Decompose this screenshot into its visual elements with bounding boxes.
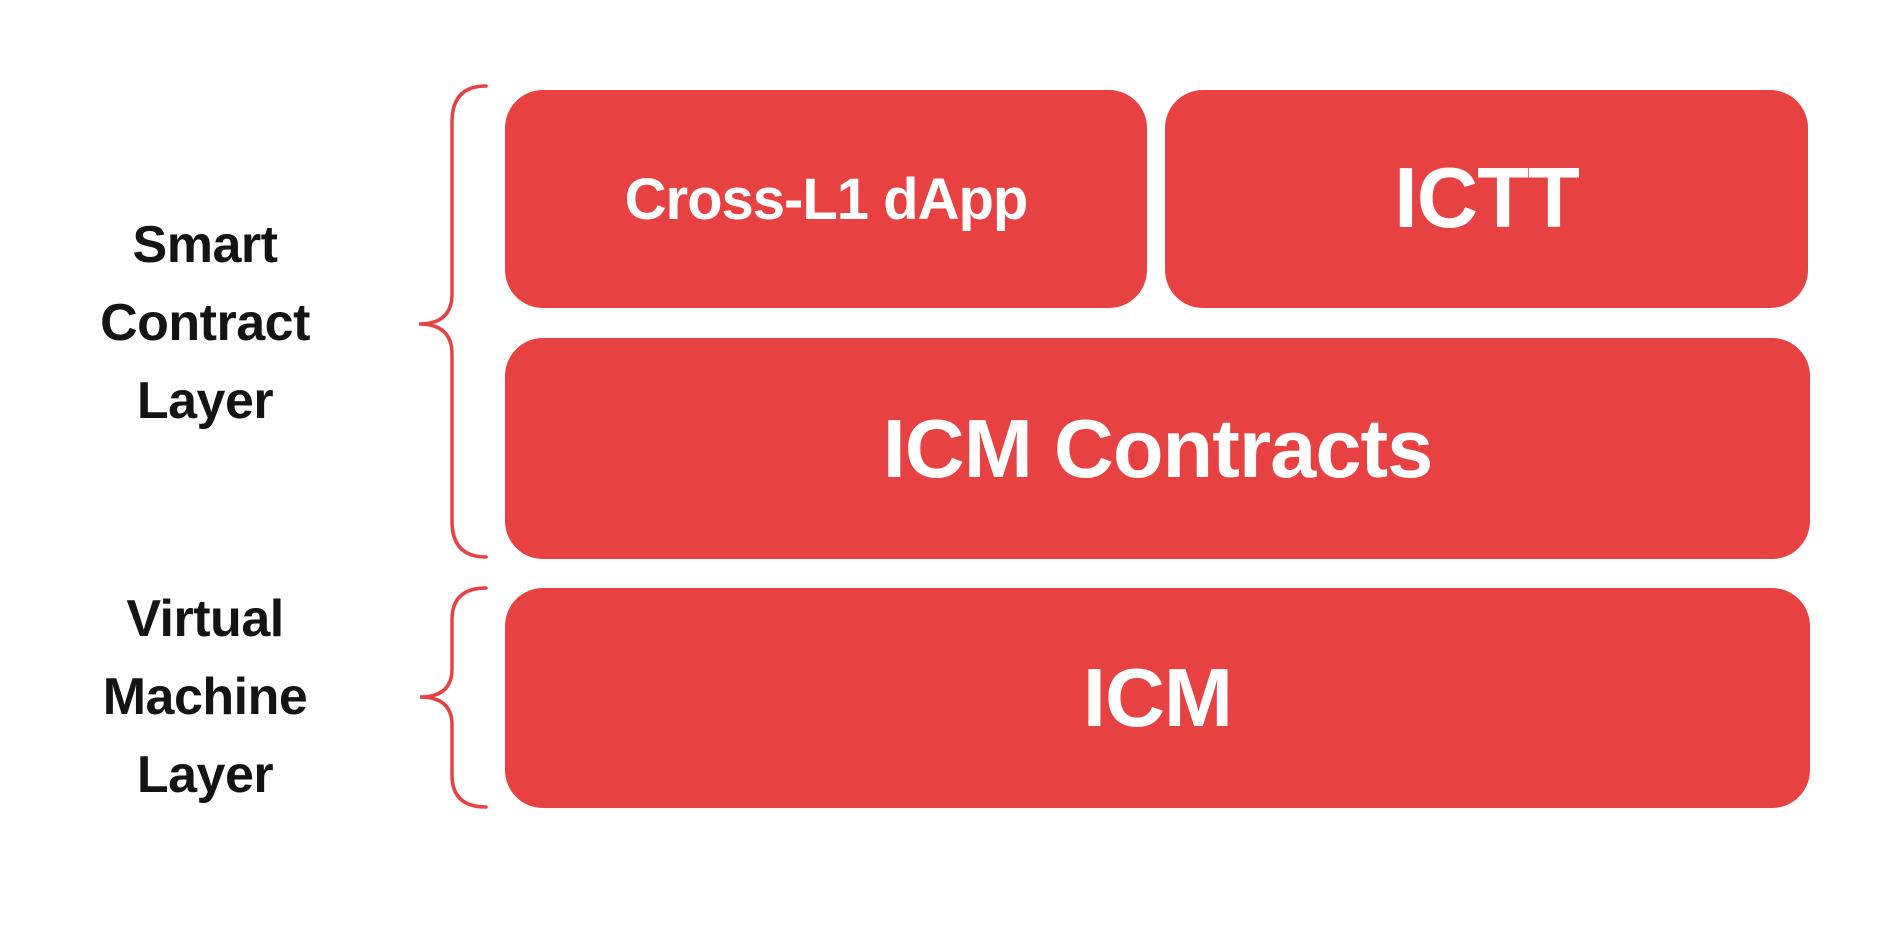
box-icm: ICM	[505, 588, 1810, 808]
layer-label-line: Layer	[136, 372, 274, 430]
box-icm-label: ICM	[1082, 651, 1233, 744]
layer-label-line: Layer	[136, 746, 274, 804]
layer-label-smart-contract: Smart Contract Layer	[30, 206, 380, 440]
curly-brace-smart-contract-layer-icon	[418, 84, 488, 559]
box-icm-contracts-label: ICM Contracts	[882, 401, 1434, 495]
layer-label-virtual-machine: Virtual Machine Layer	[30, 580, 380, 814]
layer-label-line: Machine	[102, 668, 308, 726]
box-ictt: ICTT	[1165, 90, 1808, 308]
curly-brace-virtual-machine-layer-icon	[419, 586, 488, 809]
box-icm-contracts: ICM Contracts	[505, 338, 1810, 559]
box-cross-l1-dapp: Cross-L1 dApp	[505, 90, 1147, 308]
box-ictt-label: ICTT	[1394, 151, 1580, 246]
layer-label-line: Contract	[100, 294, 310, 352]
layer-label-line: Virtual	[126, 590, 284, 648]
box-cross-l1-dapp-label: Cross-L1 dApp	[624, 166, 1029, 232]
layer-label-line: Smart	[132, 216, 278, 274]
